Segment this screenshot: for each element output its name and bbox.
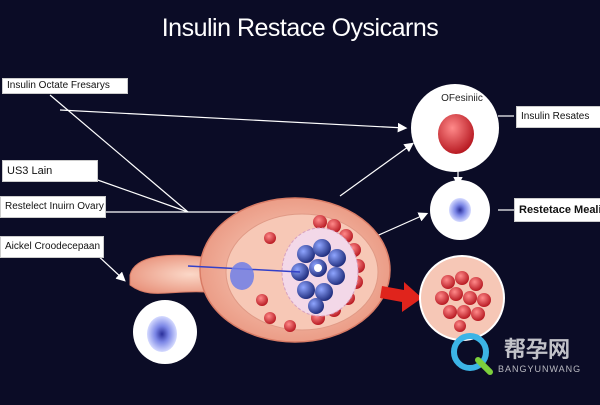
watermark-cn: 帮孕网 [504, 338, 571, 363]
blue-cell [297, 245, 315, 263]
connector-line [371, 212, 429, 239]
red-cell [264, 312, 276, 324]
vessel-node [230, 262, 254, 290]
red-cell [441, 275, 455, 289]
label-circle-top: OFesiniic [441, 93, 483, 104]
red-cell [477, 293, 491, 307]
red-cell [435, 291, 449, 305]
connector-line [91, 177, 189, 213]
red-cell [313, 215, 327, 229]
red-cell [327, 219, 341, 233]
connector-line [59, 109, 408, 133]
red-cell [471, 307, 485, 321]
blue-cell [313, 239, 331, 257]
red-cell [463, 291, 477, 305]
label-top-left: Insulin Octate Fresarys [2, 78, 128, 94]
red-cell [469, 277, 483, 291]
red-cell [457, 305, 471, 319]
cluster-highlight [314, 264, 322, 272]
red-cell [449, 287, 463, 301]
connector-lines [49, 94, 514, 282]
red-cell [455, 271, 469, 285]
label-left-4: Aickel Croodecepaan [0, 236, 104, 258]
red-cell-cluster [435, 271, 491, 332]
label-left-3: Restelect Inuirn Ovary [0, 196, 106, 218]
blue-cell-small [449, 198, 471, 222]
red-cell [256, 294, 268, 306]
label-right-1: Insulin Resates [516, 106, 600, 128]
red-cell [284, 320, 296, 332]
connector-line [49, 94, 189, 213]
red-cell [264, 232, 276, 244]
blue-cell [315, 283, 333, 301]
blue-cell [327, 267, 345, 285]
watermark-en: BANGYUNWANG [498, 364, 582, 374]
label-left-mid: US3 Lain [2, 160, 98, 182]
blue-cell [328, 249, 346, 267]
blue-cell [297, 281, 315, 299]
red-blob [438, 114, 474, 154]
red-arrow [380, 282, 422, 312]
red-cell [454, 320, 466, 332]
connector-line [339, 142, 414, 197]
label-right-2: Restetace Mealin [514, 198, 600, 222]
diagram-title: Insulin Restace Oysicarns [161, 14, 439, 42]
watermark: 帮孕网 BANGYUNWANG [446, 330, 596, 380]
blue-cell [308, 298, 324, 314]
red-cell [443, 305, 457, 319]
watermark-logo-icon [451, 333, 493, 375]
blue-cell-large [147, 316, 177, 352]
